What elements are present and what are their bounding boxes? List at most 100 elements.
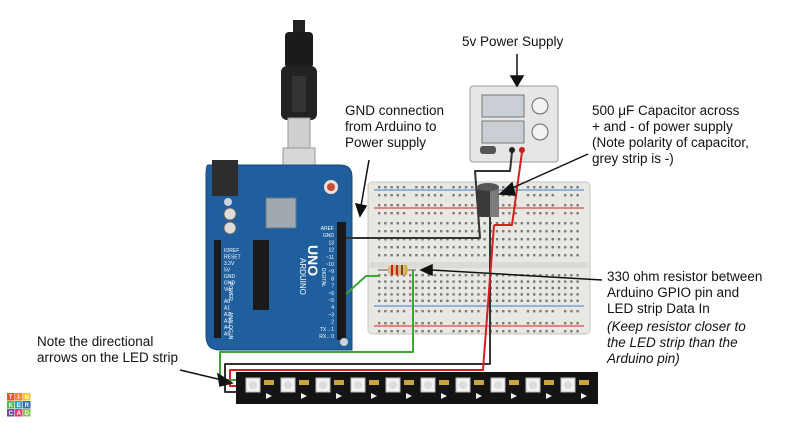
led-lens: [319, 381, 327, 389]
pin-label: 2: [331, 320, 334, 326]
label-resistor-note: (Keep resistor closer to the LED strip t…: [607, 319, 746, 366]
pin-label: 12: [328, 248, 334, 254]
pin-label: GND: [224, 274, 236, 280]
logo-tile: [7, 393, 15, 401]
label-power-supply: 5v Power Supply: [462, 34, 564, 49]
led-lens: [389, 381, 397, 389]
pin-label: ~3: [328, 312, 334, 318]
led-lens: [564, 381, 572, 389]
arrow-resistor: [419, 263, 603, 281]
arrow-power-supply: [509, 54, 525, 88]
solder-pad: [299, 380, 309, 385]
arrow-led-strip: [179, 369, 234, 387]
led-lens: [529, 381, 537, 389]
data-wire: [345, 275, 380, 295]
led-lens: [354, 381, 362, 389]
solder-pad: [544, 380, 554, 385]
logo-letter: D: [25, 411, 30, 417]
solder-pad: [264, 380, 274, 385]
pin-label: 5V: [224, 268, 231, 274]
arduino-analog-label: ANALOG IN: [227, 312, 233, 340]
logo-letter: A: [17, 411, 22, 417]
led-strip: [236, 372, 598, 404]
direction-arrow-icon: [266, 393, 272, 399]
direction-arrow-icon: [336, 393, 342, 399]
logo-tile: [15, 393, 23, 401]
pin-label: 4: [331, 305, 334, 311]
logo-letter: C: [9, 411, 14, 417]
led-lens: [494, 381, 502, 389]
pin-label: RESET: [224, 255, 241, 261]
arrow-capacitor: [498, 153, 589, 196]
arduino-uno: ARDUINO UNO DIGITAL POWER ANALOG IN AREF…: [205, 160, 353, 351]
arrow-gnd: [354, 159, 370, 218]
solder-pad: [474, 380, 484, 385]
direction-arrow-icon: [476, 393, 482, 399]
pin-label: A1: [224, 306, 230, 312]
direction-arrow-icon: [406, 393, 412, 399]
direction-arrow-icon: [441, 393, 447, 399]
power-supply: [469, 85, 559, 163]
pin-label: 13: [328, 240, 334, 246]
pin-label: RX←0: [319, 334, 334, 340]
pin-label: ~5: [328, 298, 334, 304]
pin-label: GND: [323, 233, 335, 239]
solder-pad: [439, 380, 449, 385]
solder-pad: [509, 380, 519, 385]
logo-letter: K: [9, 403, 14, 409]
pin-label: A4: [224, 325, 230, 331]
pin-label: A0: [224, 299, 230, 305]
direction-arrow-icon: [546, 393, 552, 399]
logo-tile: [23, 393, 31, 401]
pin-label: ~9: [328, 269, 334, 275]
logo-tile: [15, 409, 23, 417]
pin-label: 8: [331, 276, 334, 282]
label-led-strip-arrows: Note the directional arrows on the LED s…: [37, 334, 179, 365]
gnd-wire: [346, 151, 513, 239]
pin-label: 7: [331, 284, 334, 290]
pin-label: GND: [224, 281, 236, 287]
arduino-digital-label: DIGITAL: [320, 268, 326, 287]
logo-tile: [15, 401, 23, 409]
power-wire-to-strip: [229, 224, 495, 387]
label-resistor: 330 ohm resistor between Arduino GPIO pi…: [607, 269, 763, 316]
pin-label: A2: [224, 312, 230, 318]
direction-arrow-icon: [511, 393, 517, 399]
resistor: [378, 265, 416, 275]
direction-arrow-icon: [301, 393, 307, 399]
logo-letter: I: [18, 395, 20, 401]
pin-label: A5: [224, 332, 230, 338]
pin-label: ~11: [326, 255, 334, 261]
logo-letter: N: [25, 395, 29, 401]
arduino-brand: ARDUINO: [298, 258, 307, 295]
logo-tile: [23, 401, 31, 409]
usb-cable: [281, 20, 317, 189]
pin-label: Vin: [224, 287, 231, 293]
arduino-power-label: POWER: [227, 282, 233, 301]
pin-label: IOREF: [224, 248, 239, 254]
arduino-model: UNO: [305, 245, 321, 276]
led-lens: [249, 381, 257, 389]
solder-pad: [404, 380, 414, 385]
gnd-wire-to-strip: [224, 200, 491, 393]
solder-pad: [579, 380, 589, 385]
solder-pad: [334, 380, 344, 385]
direction-arrow-icon: [581, 393, 587, 399]
logo-tile: [7, 409, 15, 417]
pin-label: ~6: [328, 291, 334, 297]
solder-pad: [369, 380, 379, 385]
capacitor: [477, 183, 499, 217]
led-lens: [284, 381, 292, 389]
led-lens: [459, 381, 467, 389]
label-capacitor: 500 μF Capacitor across + and - of power…: [592, 103, 749, 166]
logo-letter: E: [17, 403, 21, 409]
pin-label: 3.3V: [224, 261, 235, 267]
logo-tile: [7, 401, 15, 409]
direction-arrow-icon: [371, 393, 377, 399]
power-wire: [494, 151, 523, 226]
logo-letter: R: [25, 403, 30, 409]
label-gnd-connection: GND connection from Arduino to Power sup…: [345, 103, 445, 150]
pin-label: TX→1: [320, 327, 334, 333]
